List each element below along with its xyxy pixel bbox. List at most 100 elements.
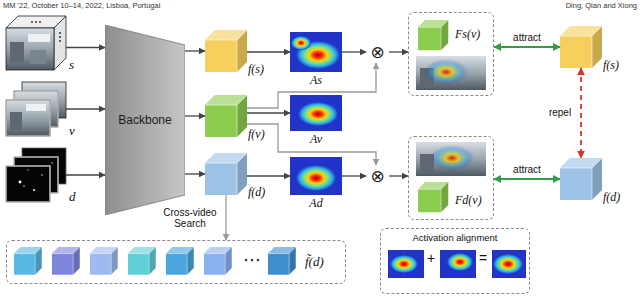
node-subtext: +: [427, 250, 435, 266]
feature-cube: [560, 158, 602, 200]
connector: [342, 51, 366, 52]
input-clip-s: [6, 16, 66, 70]
activation-map: [290, 32, 342, 72]
alignment-map: [447, 253, 473, 271]
input-clip-v: [6, 82, 66, 136]
alignment-map: [388, 250, 526, 278]
candidate-cube: [204, 247, 232, 275]
input-clip-s: [54, 16, 66, 70]
node-text: ⊗: [370, 42, 384, 62]
edge-label: attract: [511, 164, 543, 176]
connector: [389, 175, 408, 176]
connector: [247, 112, 290, 113]
running-header: MM '22, October 10–14, 2022, Lisboa, Por…: [3, 1, 160, 10]
input-clip-s: [30, 50, 46, 64]
overlay-image: [416, 142, 486, 176]
edge-label: attract: [511, 32, 543, 44]
feature-cube: f(d): [205, 153, 247, 195]
connector: [185, 50, 205, 51]
input-clip-v: [26, 104, 46, 111]
node-text: As: [310, 73, 322, 88]
input-clip-v: [6, 100, 50, 136]
node-text: ⋯: [243, 249, 261, 270]
node-text: Activation alignment: [381, 232, 529, 243]
connector: [66, 47, 105, 48]
candidate-cube: [128, 247, 156, 275]
node-text: Ad: [309, 196, 322, 211]
activation-map: As: [290, 32, 342, 72]
input-clip-d: [6, 166, 50, 202]
input-clip-v: [10, 112, 22, 130]
node-subtext: f̃(d): [305, 254, 324, 270]
connector: [66, 108, 105, 109]
node-subtext: =: [479, 250, 487, 266]
connector: [494, 46, 560, 48]
input-clip-d: [27, 169, 28, 170]
candidate-cube: [52, 247, 80, 275]
backbone-trapezoid: Backbone: [105, 25, 185, 215]
overlay-image: [416, 56, 486, 176]
feature-cube: [560, 26, 602, 68]
input-clip-d: [51, 162, 53, 164]
connector: [494, 178, 560, 180]
feature-cube: [205, 95, 247, 137]
alignment-map: [388, 250, 424, 278]
feature-cube: [205, 30, 247, 72]
input-clip-s: [28, 34, 50, 42]
connector: [247, 63, 376, 108]
alignment-box: Activation alignment + =: [380, 228, 530, 294]
node-text: Fs(v): [455, 27, 480, 42]
connector: [580, 68, 582, 158]
input-clip-d: [19, 181, 22, 184]
input-clip-d: [33, 189, 35, 191]
overlay-image: [424, 59, 468, 85]
connector: [225, 195, 226, 240]
multiply-operator: ⊗: [366, 41, 389, 63]
node-text: v: [69, 123, 75, 139]
node-text: d: [69, 189, 76, 205]
input-clip-d: [6, 148, 66, 202]
feature-cube: [418, 20, 448, 50]
multiply-operator: ⊗: [366, 165, 389, 187]
node-text: Backbone: [118, 113, 171, 127]
input-clip-s: [31, 21, 33, 23]
node-text: f(s): [248, 62, 264, 77]
edge-label: repel: [547, 107, 573, 119]
input-clip-s: [35, 21, 37, 23]
feature-cube: [418, 182, 448, 212]
activation-map: [290, 32, 342, 195]
candidate-cube: [14, 247, 296, 275]
candidate-cube: [166, 247, 194, 275]
activation-map: [290, 95, 342, 131]
candidate-cube: [90, 247, 118, 275]
weighted-feature-box: Fd(v): [408, 136, 494, 220]
connector: [66, 174, 105, 175]
activation-map: [296, 165, 336, 191]
input-clip: d: [6, 148, 66, 202]
input-clip-s: [39, 21, 41, 23]
input-clip-s: [10, 42, 24, 62]
input-clip: v: [6, 82, 66, 136]
input-clip-v: [6, 100, 50, 136]
input-clip: s: [6, 16, 66, 70]
edge-label: Cross-video Search: [158, 206, 222, 229]
node-text: Fd(v): [455, 193, 482, 208]
node-text: f(s): [603, 58, 619, 73]
candidate-cube: [268, 247, 296, 275]
connector: [342, 175, 366, 176]
input-clip-s: [59, 36, 61, 38]
activation-map: [291, 36, 311, 50]
feature-cube: f(s): [205, 30, 247, 72]
search-pool-box: ⋯ f̃(d): [6, 240, 346, 284]
activation-map: [290, 157, 342, 195]
node-text: ⊗: [370, 166, 384, 186]
node-text: f(d): [248, 185, 265, 200]
feature-cube: [205, 20, 602, 212]
node-text: f(d): [603, 190, 620, 205]
node-text: f(v): [248, 127, 265, 142]
feature-cube: f(d): [560, 158, 602, 200]
overlay-image: [430, 145, 474, 171]
overlay-image: [416, 56, 486, 90]
author-header: Ding, Qian and Xiong: [566, 1, 637, 10]
